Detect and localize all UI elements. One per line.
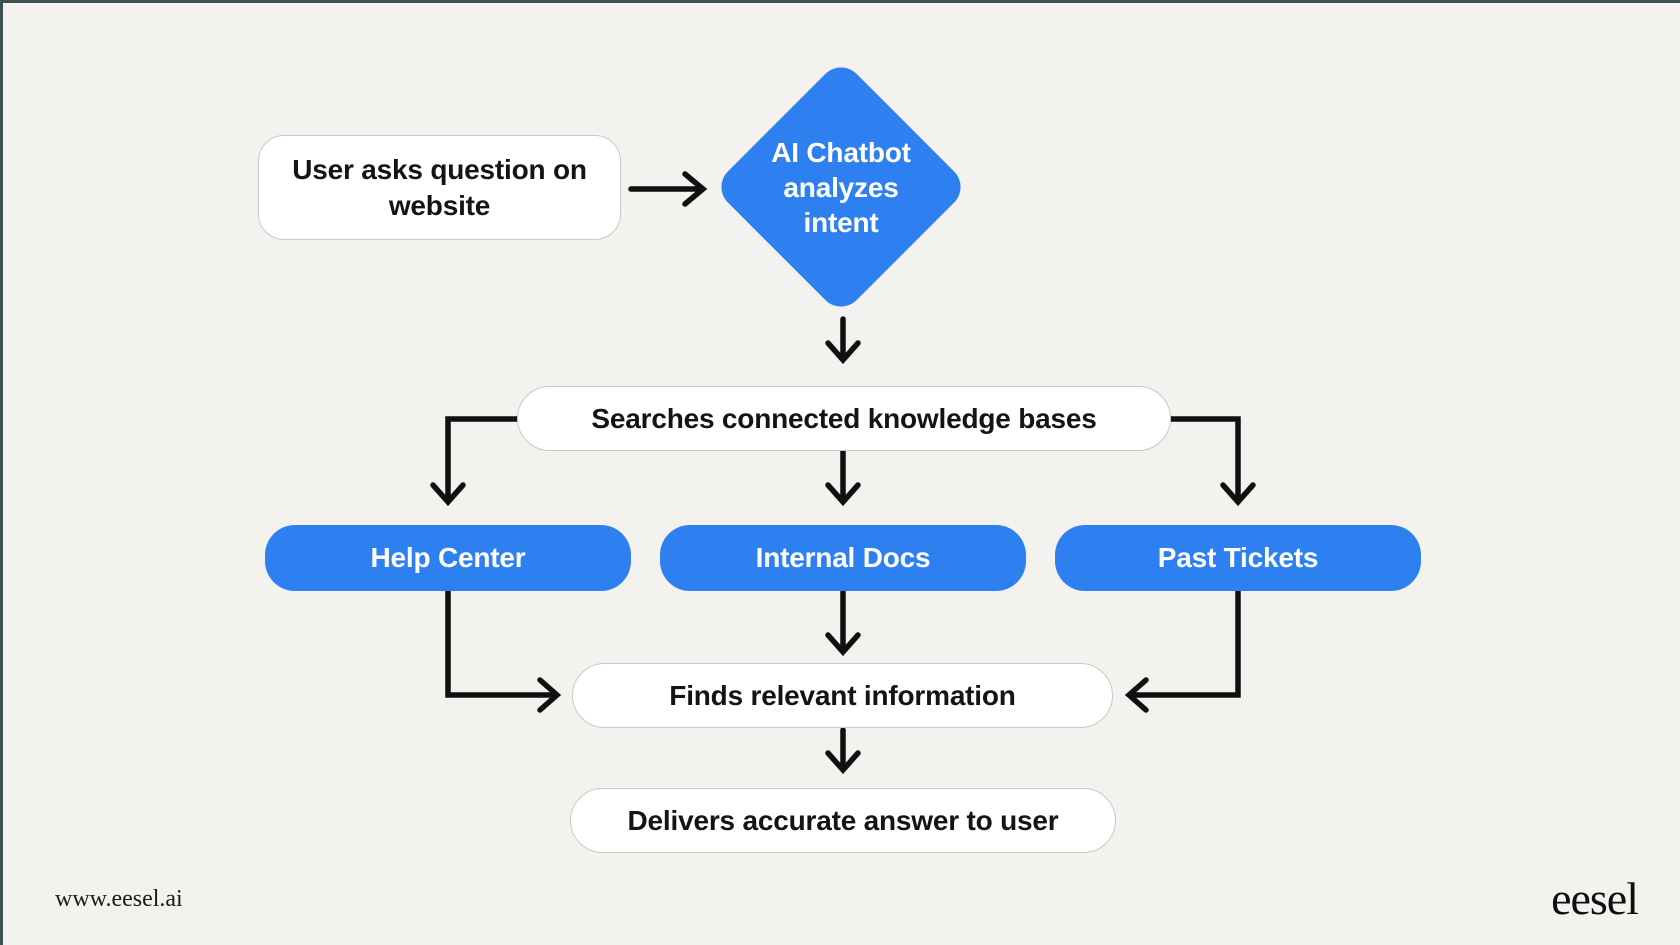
arrow-help-center-to-finds [445, 588, 562, 713]
arrow-start-to-decision [628, 171, 708, 207]
arrow-search-to-help-center [430, 416, 520, 507]
node-delivers-answer: Delivers accurate answer to user [570, 788, 1116, 853]
node-ai-decision-label: AI Chatbot analyzes intent [771, 136, 911, 238]
arrow-search-to-internal-docs [825, 448, 861, 507]
node-user-question: User asks question on website [258, 135, 621, 240]
node-finds-information-label: Finds relevant information [669, 679, 1016, 711]
node-ai-decision: AI Chatbot analyzes intent [712, 58, 970, 316]
node-help-center-label: Help Center [370, 542, 526, 574]
node-internal-docs: Internal Docs [660, 525, 1026, 591]
node-help-center: Help Center [265, 525, 631, 591]
node-user-question-label: User asks question on website [292, 153, 587, 221]
footer-website-url: www.eesel.ai [55, 886, 183, 912]
node-internal-docs-label: Internal Docs [755, 542, 931, 574]
node-past-tickets: Past Tickets [1055, 525, 1421, 591]
node-search-knowledge-bases: Searches connected knowledge bases [517, 386, 1171, 451]
arrow-decision-to-search [825, 316, 861, 365]
arrow-internal-docs-to-finds [825, 588, 861, 657]
arrow-finds-to-delivers [825, 727, 861, 775]
node-delivers-answer-label: Delivers accurate answer to user [627, 804, 1059, 836]
arrow-past-tickets-to-finds [1124, 588, 1241, 713]
node-finds-information: Finds relevant information [572, 663, 1113, 728]
arrow-search-to-past-tickets [1168, 416, 1256, 507]
arrow-layer [430, 171, 1256, 775]
eesel-logo-wordmark: eesel [1551, 873, 1639, 924]
node-search-knowledge-bases-label: Searches connected knowledge bases [591, 402, 1097, 434]
node-past-tickets-label: Past Tickets [1157, 542, 1319, 574]
